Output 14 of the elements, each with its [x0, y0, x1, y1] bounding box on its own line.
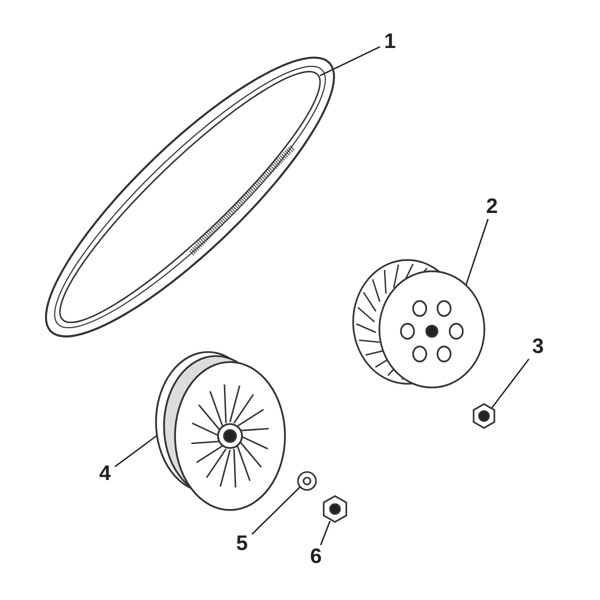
- leader-line: [464, 218, 489, 287]
- leader-line: [320, 46, 380, 76]
- leader-line: [320, 520, 331, 546]
- callout-number: 5: [232, 532, 252, 556]
- callout-number: 4: [95, 462, 115, 486]
- leader-line: [490, 358, 530, 410]
- washer-drawing: [296, 470, 318, 492]
- nut-drawing: [470, 402, 498, 430]
- callout-number: 6: [306, 545, 326, 569]
- callout-number: 2: [482, 195, 502, 219]
- leader-line: [252, 486, 302, 535]
- nut-drawing: [320, 494, 350, 524]
- callout-number: 3: [528, 335, 548, 359]
- callout-number: 1: [380, 30, 400, 54]
